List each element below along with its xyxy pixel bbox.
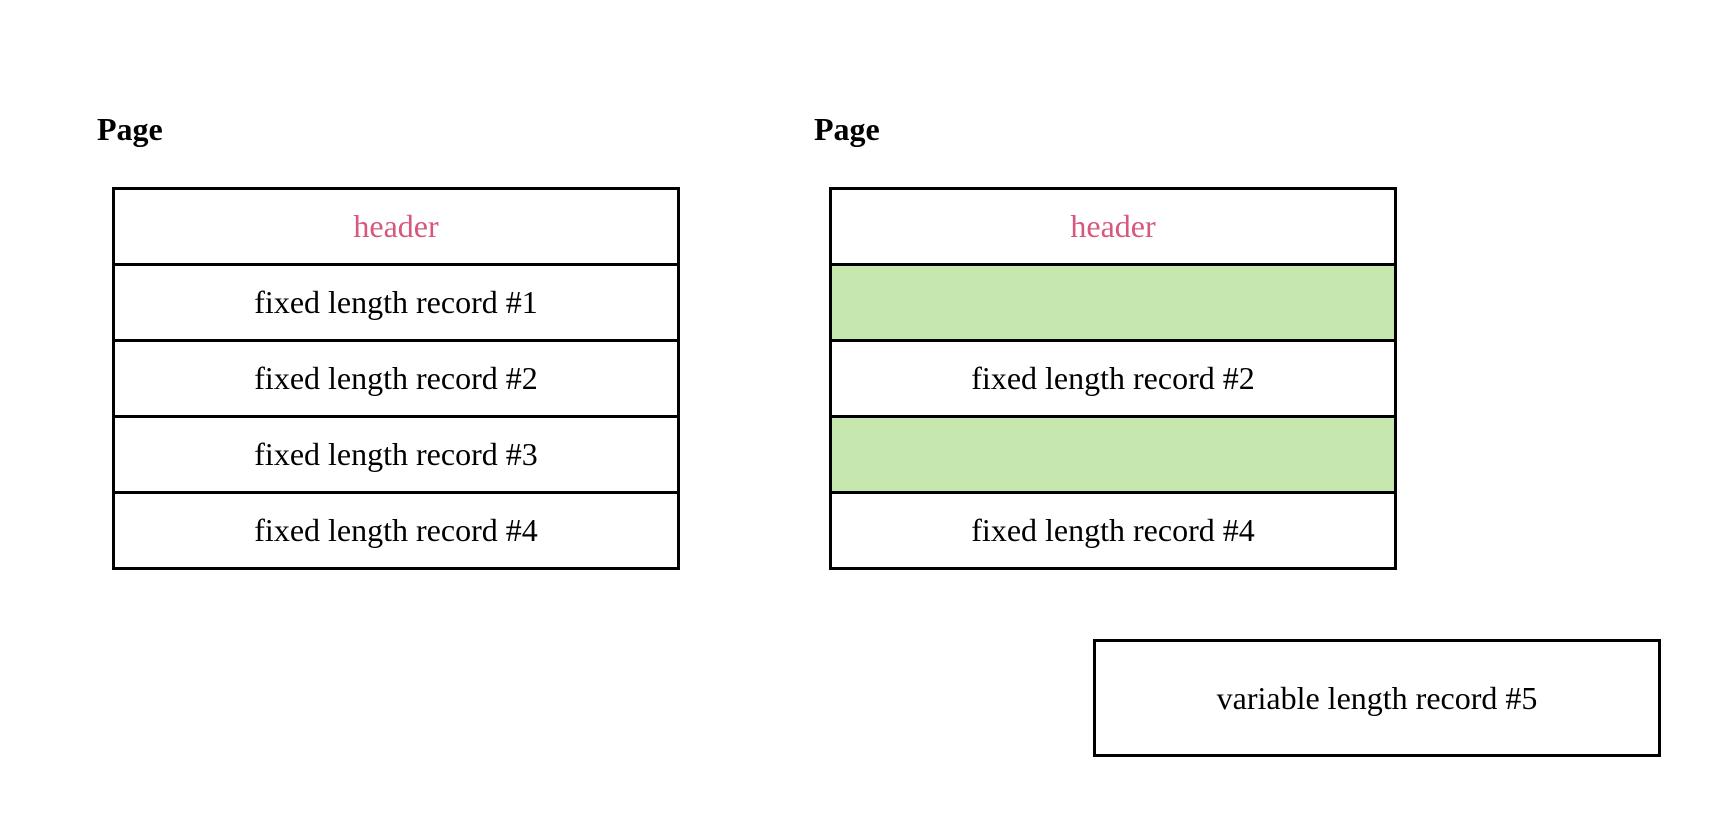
- left-page-record-3: fixed length record #3: [115, 415, 677, 491]
- right-page-slot-2: fixed length record #2: [832, 339, 1394, 415]
- right-page-slot-4: fixed length record #4: [832, 491, 1394, 567]
- left-page-record-4: fixed length record #4: [115, 491, 677, 567]
- left-page-title: Page: [97, 111, 163, 147]
- right-page: header fixed length record #2 fixed leng…: [829, 187, 1397, 570]
- left-page: header fixed length record #1 fixed leng…: [112, 187, 680, 570]
- right-page-slot-3: [832, 415, 1394, 491]
- right-page-header: header: [1070, 208, 1156, 244]
- left-page-record-1: fixed length record #1: [115, 263, 677, 339]
- variable-length-record: variable length record #5: [1093, 639, 1661, 757]
- right-page-title: Page: [814, 111, 880, 147]
- left-page-record-2: fixed length record #2: [115, 339, 677, 415]
- left-page-header: header: [353, 208, 439, 244]
- right-page-slot-1: [832, 263, 1394, 339]
